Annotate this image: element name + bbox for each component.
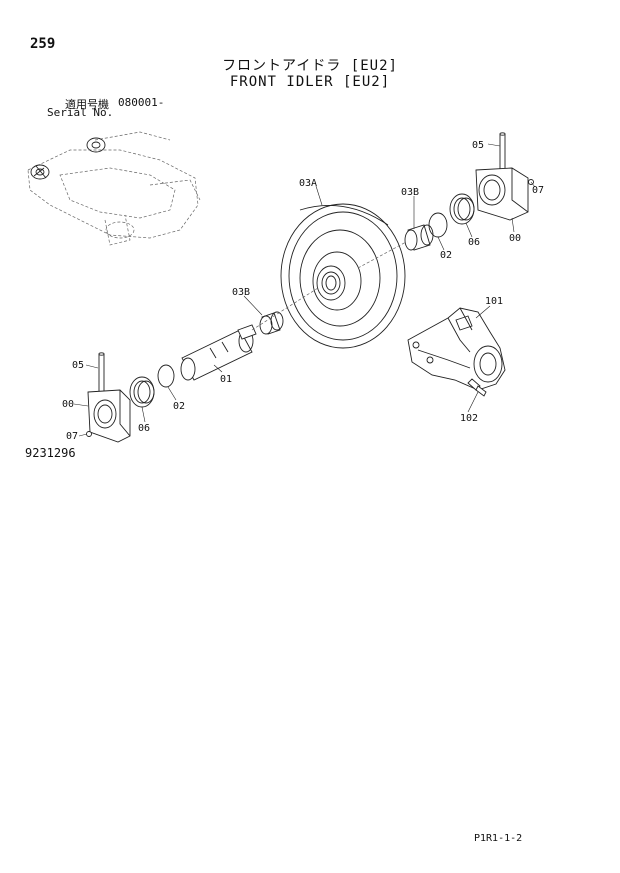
callout-05-top: 05 [472,140,484,151]
callout-01: 01 [220,374,232,385]
part-05-pin-top [499,132,506,173]
part-07-plug-bottom [86,431,92,437]
callout-101: 101 [485,296,503,307]
part-03b-bushing-mid [259,311,284,335]
serial-value: 080001- [118,96,165,109]
callout-00-top: 00 [509,233,521,244]
callout-07-top: 07 [532,185,544,196]
part-02-o-ring-top [428,212,448,238]
callout-02-top: 02 [440,250,452,261]
part-03a-idler-wheel [280,203,406,349]
page-code: P1R1-1-2 [474,833,523,844]
part-00-bearing-block-top [475,167,529,221]
part-06-seal-top [449,193,475,225]
callout-07-bottom: 07 [66,431,78,442]
callout-00-bottom: 00 [62,399,74,410]
part-06-seal-bottom [129,376,155,408]
callout-03b-top: 03B [401,187,419,198]
callout-03a: 03A [299,178,317,189]
leader-lines [73,143,536,437]
part-101-yoke [407,307,506,391]
callout-06-top: 06 [468,237,480,248]
title-english: FRONT IDLER [EU2] [229,74,391,90]
part-102-bolt [467,378,487,397]
part-05-pin-bottom [98,352,105,395]
part-03b-bushing-top [404,224,434,251]
callout-05-bottom: 05 [72,360,84,371]
title-japanese: フロントアイドラ [EU2] [222,58,398,74]
callout-06-bottom: 06 [138,423,150,434]
drawing-number: 9231296 [25,446,76,460]
machine-location-thumbnail [27,131,201,246]
serial-label-english: Serial No. [47,106,114,119]
part-01-shaft [180,324,257,381]
callout-03b-mid: 03B [232,287,250,298]
part-02-o-ring-bottom [157,364,175,388]
assembly-centerline-top [357,241,407,269]
callout-102: 102 [460,413,478,424]
page-number: 259 [30,36,56,52]
serial-label-japanese: 適用号機 [65,98,109,111]
assembly-centerline [251,287,319,331]
callout-02-bottom: 02 [173,401,185,412]
part-00-bearing-block-bottom [87,389,131,443]
